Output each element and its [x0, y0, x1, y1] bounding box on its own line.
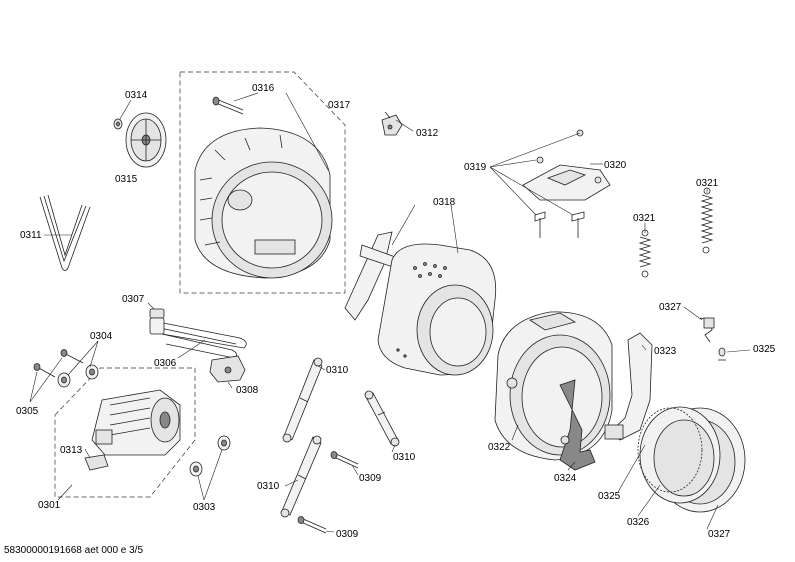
label-0304: 0304: [90, 331, 113, 342]
part-0325-clamp[interactable]: [637, 407, 703, 493]
part-0325-screw[interactable]: [718, 347, 726, 361]
document-id: 58300000191668 aet 000 e 3/5: [4, 545, 143, 556]
label-0315: 0315: [115, 174, 138, 185]
part-0310-damper-b[interactable]: [280, 435, 322, 518]
part-0314-nut[interactable]: [113, 118, 123, 130]
leader-lines: [29, 92, 751, 533]
label-0303: 0303: [193, 502, 216, 513]
label-0310-c: 0310: [393, 452, 416, 463]
label-0301: 0301: [38, 500, 61, 511]
label-0309-b: 0309: [336, 529, 359, 540]
label-0325-a: 0325: [753, 344, 776, 355]
part-0312-bracket[interactable]: [381, 111, 403, 136]
part-0324-hinge-bracket[interactable]: [559, 379, 596, 471]
part-0322-front-tub[interactable]: [494, 311, 613, 461]
part-0319-clip-a[interactable]: [534, 156, 546, 238]
part-0309-bolt-b[interactable]: [297, 516, 327, 534]
label-0327-b: 0327: [708, 529, 731, 540]
part-0313-connector[interactable]: [84, 454, 109, 471]
part-0320-weight[interactable]: [522, 164, 611, 201]
part-0307-heater-seal[interactable]: [149, 308, 165, 319]
part-0318-drum[interactable]: [344, 231, 497, 376]
part-0301-motor[interactable]: [91, 389, 181, 456]
label-0313: 0313: [60, 445, 83, 456]
label-0310-a: 0310: [326, 365, 349, 376]
part-0316-screw[interactable]: [212, 96, 244, 115]
label-0323: 0323: [654, 346, 677, 357]
label-0319: 0319: [464, 162, 487, 173]
label-0326: 0326: [627, 517, 650, 528]
label-0308: 0308: [236, 385, 259, 396]
part-0305-screw-a[interactable]: [33, 363, 56, 378]
label-0317: 0317: [328, 100, 351, 111]
label-0314: 0314: [125, 90, 148, 101]
label-0324: 0324: [554, 473, 577, 484]
label-0305: 0305: [16, 406, 39, 417]
part-0317-rear-tub[interactable]: [194, 127, 333, 279]
label-0327-a: 0327: [659, 302, 682, 313]
label-0321-a: 0321: [696, 178, 719, 189]
part-0304-cap-a[interactable]: [57, 372, 71, 388]
part-0303-cap-a[interactable]: [217, 435, 231, 451]
label-0306: 0306: [154, 358, 177, 369]
part-0321-spring-a[interactable]: [700, 187, 714, 254]
label-0310-b: 0310: [257, 481, 280, 492]
label-0307: 0307: [122, 294, 145, 305]
part-0306-heater[interactable]: [149, 317, 247, 359]
part-0308-sensor[interactable]: [209, 355, 246, 383]
label-0312: 0312: [416, 128, 439, 139]
label-0309-a: 0309: [359, 473, 382, 484]
label-0325-b: 0325: [598, 491, 621, 502]
rear-tub-group: [179, 71, 346, 294]
label-0311: 0311: [20, 230, 42, 241]
part-0315-pulley[interactable]: [125, 112, 167, 168]
label-0316: 0316: [252, 83, 275, 94]
part-0310-damper-c[interactable]: [364, 390, 400, 447]
part-0303-cap-b[interactable]: [189, 461, 203, 477]
label-0318: 0318: [433, 197, 456, 208]
part-0310-damper-a[interactable]: [282, 357, 323, 443]
label-0322: 0322: [488, 442, 511, 453]
part-0305-screw-b[interactable]: [60, 349, 84, 364]
part-0311-belt[interactable]: [39, 194, 91, 271]
part-labels: 0314 0315 0316 0317 0312 0319 0320 0321 …: [16, 83, 776, 540]
label-0321-b: 0321: [633, 213, 656, 224]
part-0321-spring-b[interactable]: [638, 229, 652, 278]
label-0320: 0320: [604, 160, 627, 171]
part-0309-bolt-a[interactable]: [330, 451, 359, 469]
part-0327-wire[interactable]: [699, 317, 715, 343]
part-0323-door-lock[interactable]: [604, 332, 653, 441]
part-0326-bellows[interactable]: [639, 406, 721, 504]
part-0304-cap-b[interactable]: [85, 364, 99, 380]
motor-group: [54, 367, 196, 498]
